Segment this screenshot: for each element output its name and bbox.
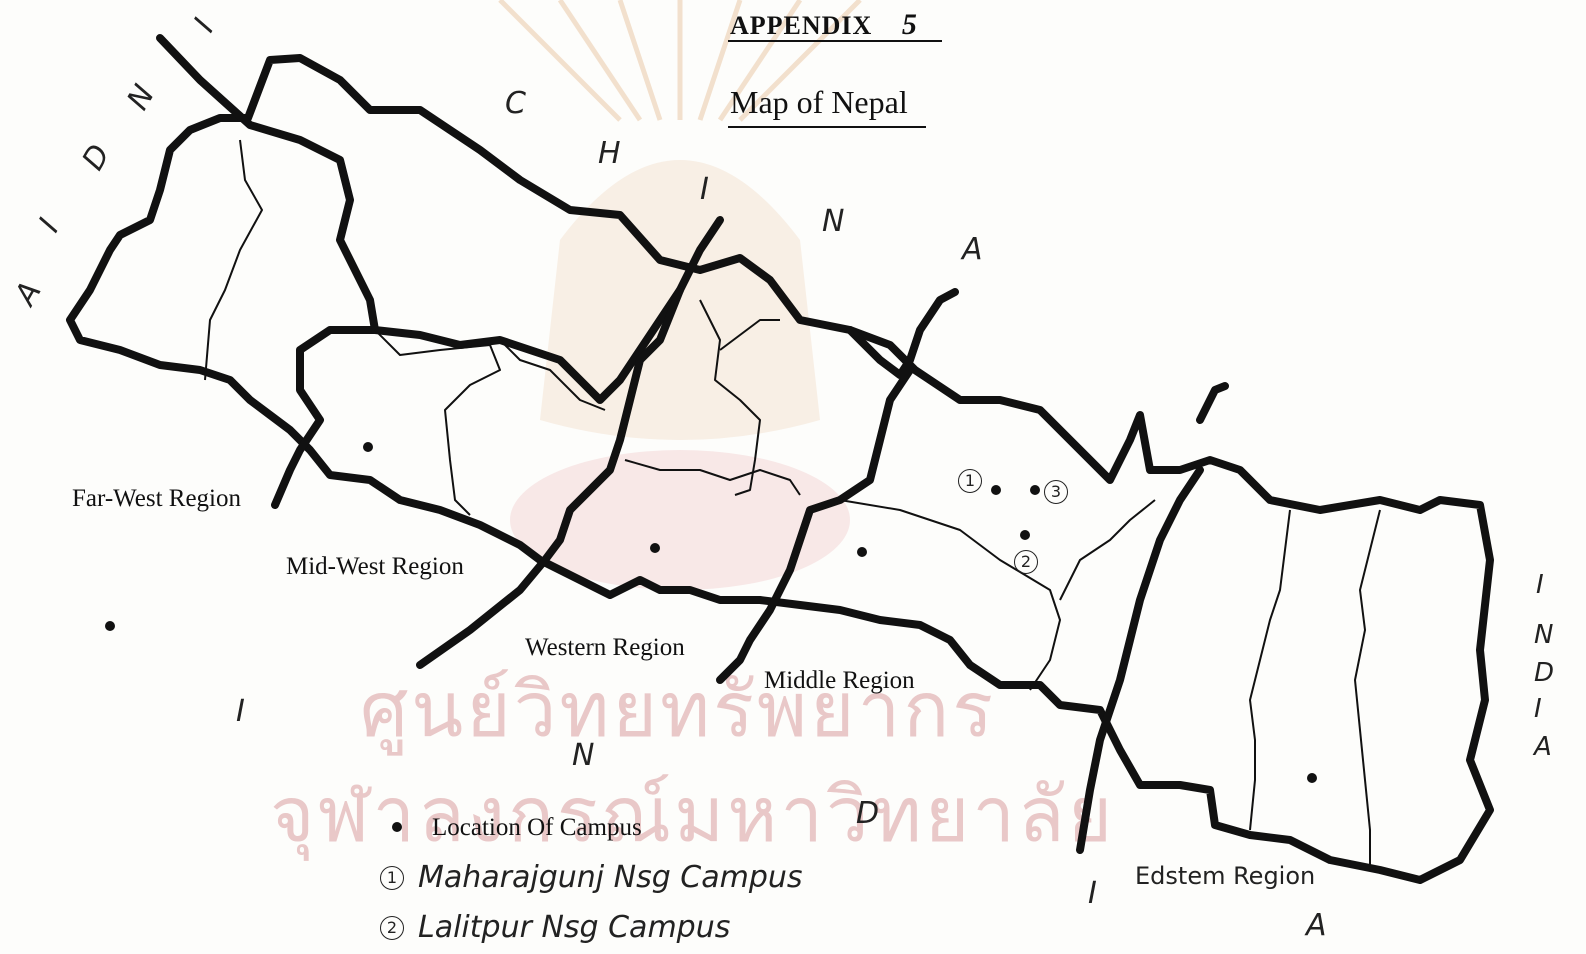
appendix-label: APPENDIX: [730, 11, 873, 40]
india-southeast-letter-a: A: [1306, 908, 1327, 943]
india-east-letter-n: N: [1534, 620, 1554, 650]
india-east-letter-a: A: [1534, 732, 1552, 762]
region-label-middle: Middle Region: [764, 667, 915, 694]
far-west-boundary: [156, 34, 379, 509]
appendix-underline: [728, 40, 942, 42]
campus-marker-2: 2: [1014, 550, 1038, 574]
china-letter-i: I: [700, 172, 709, 207]
mid-west-boundary: [371, 216, 724, 404]
region-label-far-west: Far-West Region: [72, 485, 241, 512]
campus-dot-3: [1030, 485, 1040, 495]
india-southeast-letter-i: I: [1088, 876, 1097, 911]
india-south-letter-d: D: [856, 796, 880, 831]
legend-dot: [392, 822, 402, 832]
campus-marker-1: 1: [958, 469, 982, 493]
middle-boundary: [716, 288, 959, 684]
region-boundaries: [156, 34, 1229, 854]
campus-dot-2: [1020, 530, 1030, 540]
eastern-boundary: [1076, 382, 1229, 854]
china-letter-h: H: [598, 136, 621, 171]
india-south-letter-n: N: [572, 738, 595, 773]
campus-dots: [105, 442, 1317, 832]
legend-item-2-number: 2: [380, 915, 404, 940]
legend-item-1-name: Maharajgunj Nsg Campus: [418, 860, 803, 895]
appendix-heading: APPENDIX 5: [730, 8, 918, 42]
campus-dot-mid-west: [363, 442, 373, 452]
map-title-underline: [728, 126, 926, 128]
india-east-letter-d: D: [1534, 658, 1555, 688]
district-boundaries: [204, 139, 1381, 870]
region-label-western: Western Region: [525, 634, 685, 661]
stray-dot: [105, 621, 115, 631]
legend-marker-label: Location Of Campus: [432, 814, 642, 841]
campus-dot-1: [991, 485, 1001, 495]
india-east-letter-i2: I: [1534, 694, 1542, 724]
campus-dot-western: [650, 543, 660, 553]
nepal-border: [66, 54, 1494, 884]
appendix-number: 5: [901, 8, 918, 41]
china-letter-c: C: [505, 86, 526, 121]
campus-marker-3: 3: [1044, 480, 1068, 504]
region-label-eastern: Edstem Region: [1135, 862, 1316, 890]
china-letter-n: N: [822, 204, 845, 239]
legend-item-2-name: Lalitpur Nsg Campus: [418, 910, 731, 945]
india-south-letter-i: I: [236, 694, 245, 729]
campus-dot-eastern: [1307, 773, 1317, 783]
western-boundary: [416, 286, 684, 669]
legend-item-1: 1 Maharajgunj Nsg Campus: [380, 860, 803, 895]
campus-dot-middle: [857, 547, 867, 557]
india-east-letter-i: I: [1536, 570, 1544, 600]
china-letter-a: A: [962, 232, 983, 267]
region-label-mid-west: Mid-West Region: [286, 553, 464, 580]
legend-item-1-number: 1: [380, 865, 404, 890]
map-title: Map of Nepal: [730, 84, 908, 120]
legend-item-2: 2 Lalitpur Nsg Campus: [380, 910, 730, 945]
